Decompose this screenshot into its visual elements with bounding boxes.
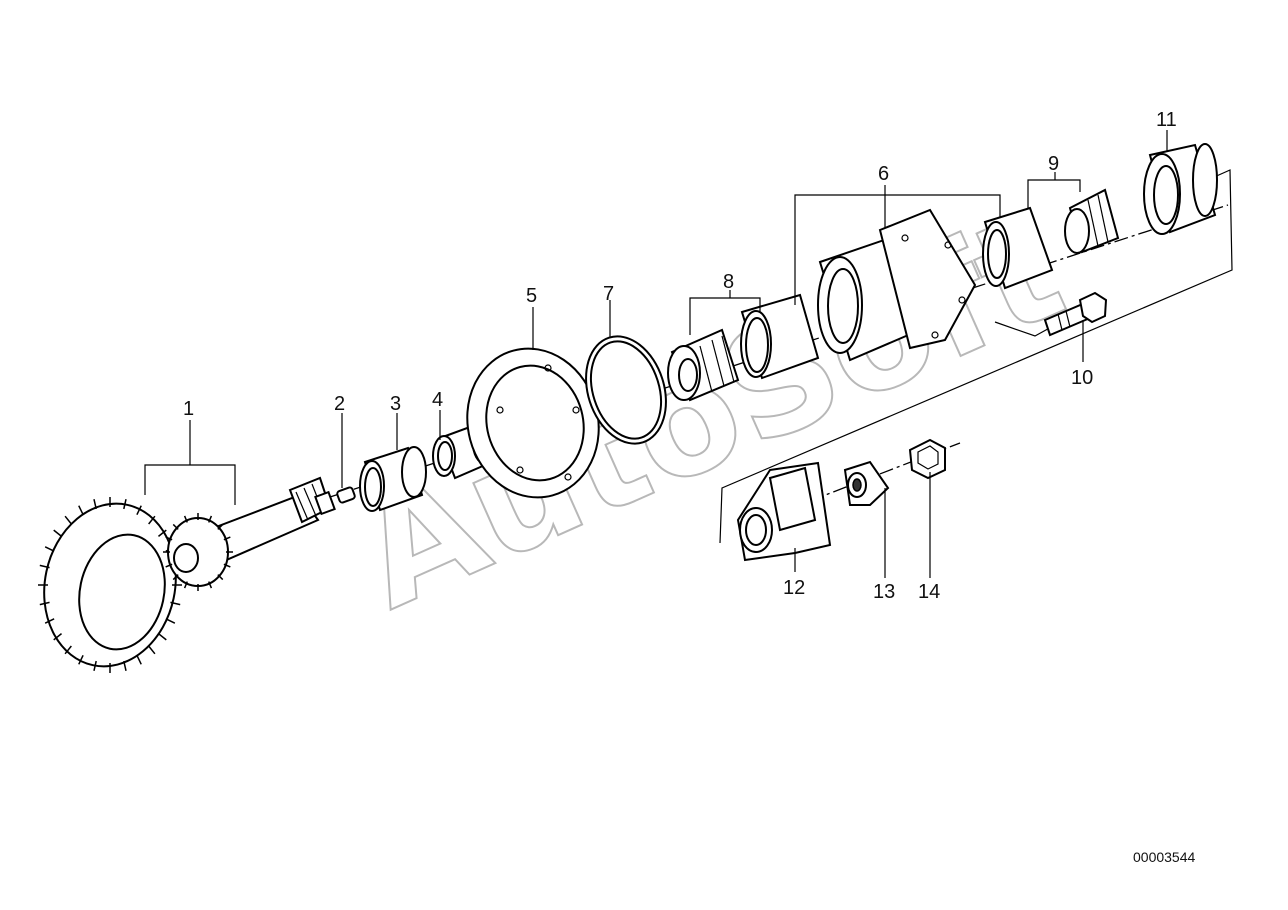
callout-3: 3 <box>390 393 401 415</box>
tapered-roller-bearing-part-8 <box>667 328 740 402</box>
callout-2: 2 <box>334 393 345 415</box>
gear-tooth <box>183 515 188 523</box>
gear-tooth <box>208 515 213 523</box>
o-ring-part-7 <box>585 335 667 445</box>
document-number: 00003544 <box>1133 849 1196 865</box>
gear-tooth <box>148 515 156 525</box>
bearing-housing-part-6 <box>740 206 1054 380</box>
gear-tooth <box>208 581 213 589</box>
callout-4: 4 <box>432 389 443 411</box>
axis-bracket-right <box>719 169 1233 544</box>
gear-tooth <box>183 581 188 589</box>
callout-labels: 1 2 3 4 5 6 7 8 9 10 11 12 13 14 <box>183 109 1177 603</box>
gear-tooth <box>217 523 224 530</box>
gear-tooth <box>44 618 55 624</box>
gear-tooth <box>93 660 97 671</box>
callout-7: 7 <box>603 283 614 305</box>
gear-tooth <box>44 546 55 552</box>
gear-tooth <box>53 529 62 537</box>
gear-tooth <box>223 536 231 541</box>
collar-nut-part-13 <box>843 460 890 506</box>
gasket-part-5 <box>466 347 600 499</box>
ring-gear <box>38 497 182 673</box>
callout-10: 10 <box>1071 367 1093 389</box>
gear-tooth <box>223 563 231 568</box>
gear-tooth <box>217 574 224 581</box>
tapered-roller-bearing-part-9 <box>1064 188 1120 254</box>
callout-12: 12 <box>783 577 805 599</box>
hex-nut-part-14 <box>908 438 946 480</box>
callout-1: 1 <box>183 398 194 420</box>
gear-tooth <box>165 536 173 541</box>
callout-13: 13 <box>873 581 895 603</box>
callout-5: 5 <box>526 285 537 307</box>
leader-lines <box>144 130 1168 578</box>
gear-tooth <box>136 654 142 665</box>
gear-tooth <box>64 645 72 655</box>
gear-tooth <box>53 633 62 641</box>
drive-flange-part-12 <box>736 461 832 562</box>
gear-tooth <box>78 654 84 665</box>
gear-tooth <box>172 523 179 530</box>
pin-part-2 <box>336 486 356 504</box>
hex-bolt-part-10 <box>1043 291 1108 337</box>
gear-tooth <box>136 505 142 516</box>
bearing-race-part-3 <box>359 446 427 512</box>
gear-tooth <box>170 601 181 606</box>
gear-tooth <box>158 529 167 537</box>
gear-tooth <box>39 601 50 606</box>
shaft-seal-part-11 <box>1143 143 1218 235</box>
gear-tooth <box>172 574 179 581</box>
gear-tooth <box>78 505 84 516</box>
gear-tooth <box>123 499 127 510</box>
callout-11: 11 <box>1156 109 1177 131</box>
gear-tooth <box>64 515 72 525</box>
ring-and-pinion-gear-set <box>38 476 336 673</box>
gear-tooth <box>148 645 156 655</box>
gear-tooth <box>165 618 176 624</box>
pinion-shaft <box>163 476 336 591</box>
gear-tooth <box>39 564 50 569</box>
callout-8: 8 <box>723 271 734 293</box>
gear-tooth <box>158 633 167 641</box>
watermark-text: AutoSoft <box>334 181 1086 643</box>
callout-9: 9 <box>1048 153 1059 175</box>
callout-14: 14 <box>918 581 940 603</box>
gear-tooth <box>123 660 127 671</box>
gear-tooth <box>93 499 97 510</box>
callout-6: 6 <box>878 163 889 185</box>
gear-tooth <box>165 563 173 568</box>
